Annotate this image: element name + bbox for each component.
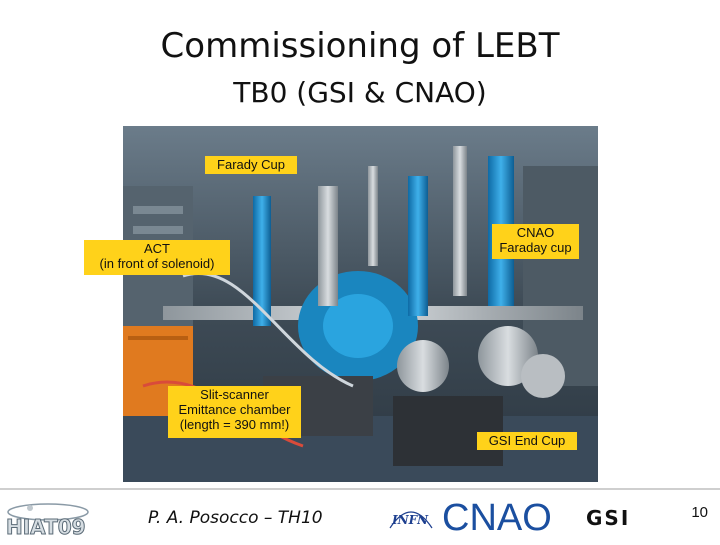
gsi-logo-text: GSI [586, 506, 630, 530]
slide-subtitle: TB0 (GSI & CNAO) [233, 76, 487, 109]
label-farady-cup: Farady Cup [205, 156, 297, 174]
cnao-logo: CNAO [442, 496, 566, 539]
slide-title: Commissioning of LEBT [160, 26, 560, 66]
page-number: 10 [691, 504, 708, 521]
hiat-logo-graphic: HIAT09 [6, 503, 89, 540]
infn-logo: INFN [386, 502, 436, 532]
author-label: P. A. Posocco – TH10 [148, 508, 323, 528]
label-slit-scanner: Slit-scanner Emittance chamber (length =… [168, 386, 301, 438]
label-act-line2: (in front of solenoid) [99, 256, 215, 271]
cnao-logo-graphic: CNAO [442, 497, 552, 539]
label-slit-line3: (length = 390 mm!) [179, 417, 290, 432]
lebt-photo [123, 126, 598, 482]
hiat-logo: HIAT09 [0, 492, 100, 540]
label-slit-line2: Emittance chamber [178, 402, 291, 417]
label-cnao-faraday-cup: CNAO Faraday cup [492, 224, 579, 259]
label-slit-line1: Slit-scanner [200, 387, 269, 402]
cnao-logo-text: CNAO [442, 497, 552, 536]
footer-rule [0, 488, 720, 490]
label-cnao-fc-line2: Faraday cup [499, 240, 572, 255]
lebt-photo-illustration [123, 126, 598, 482]
gsi-logo: GSI [584, 504, 662, 530]
infn-logo-text: INFN [391, 513, 429, 527]
label-act-line1: ACT [144, 241, 170, 256]
label-act: ACT (in front of solenoid) [84, 240, 230, 275]
label-cnao-fc-line1: CNAO [516, 225, 555, 240]
gsi-logo-graphic: GSI [584, 506, 662, 530]
label-gsi-end-cup: GSI End Cup [477, 432, 577, 450]
infn-logo-graphic: INFN [389, 511, 433, 529]
hiat-logo-text: HIAT09 [6, 515, 86, 539]
